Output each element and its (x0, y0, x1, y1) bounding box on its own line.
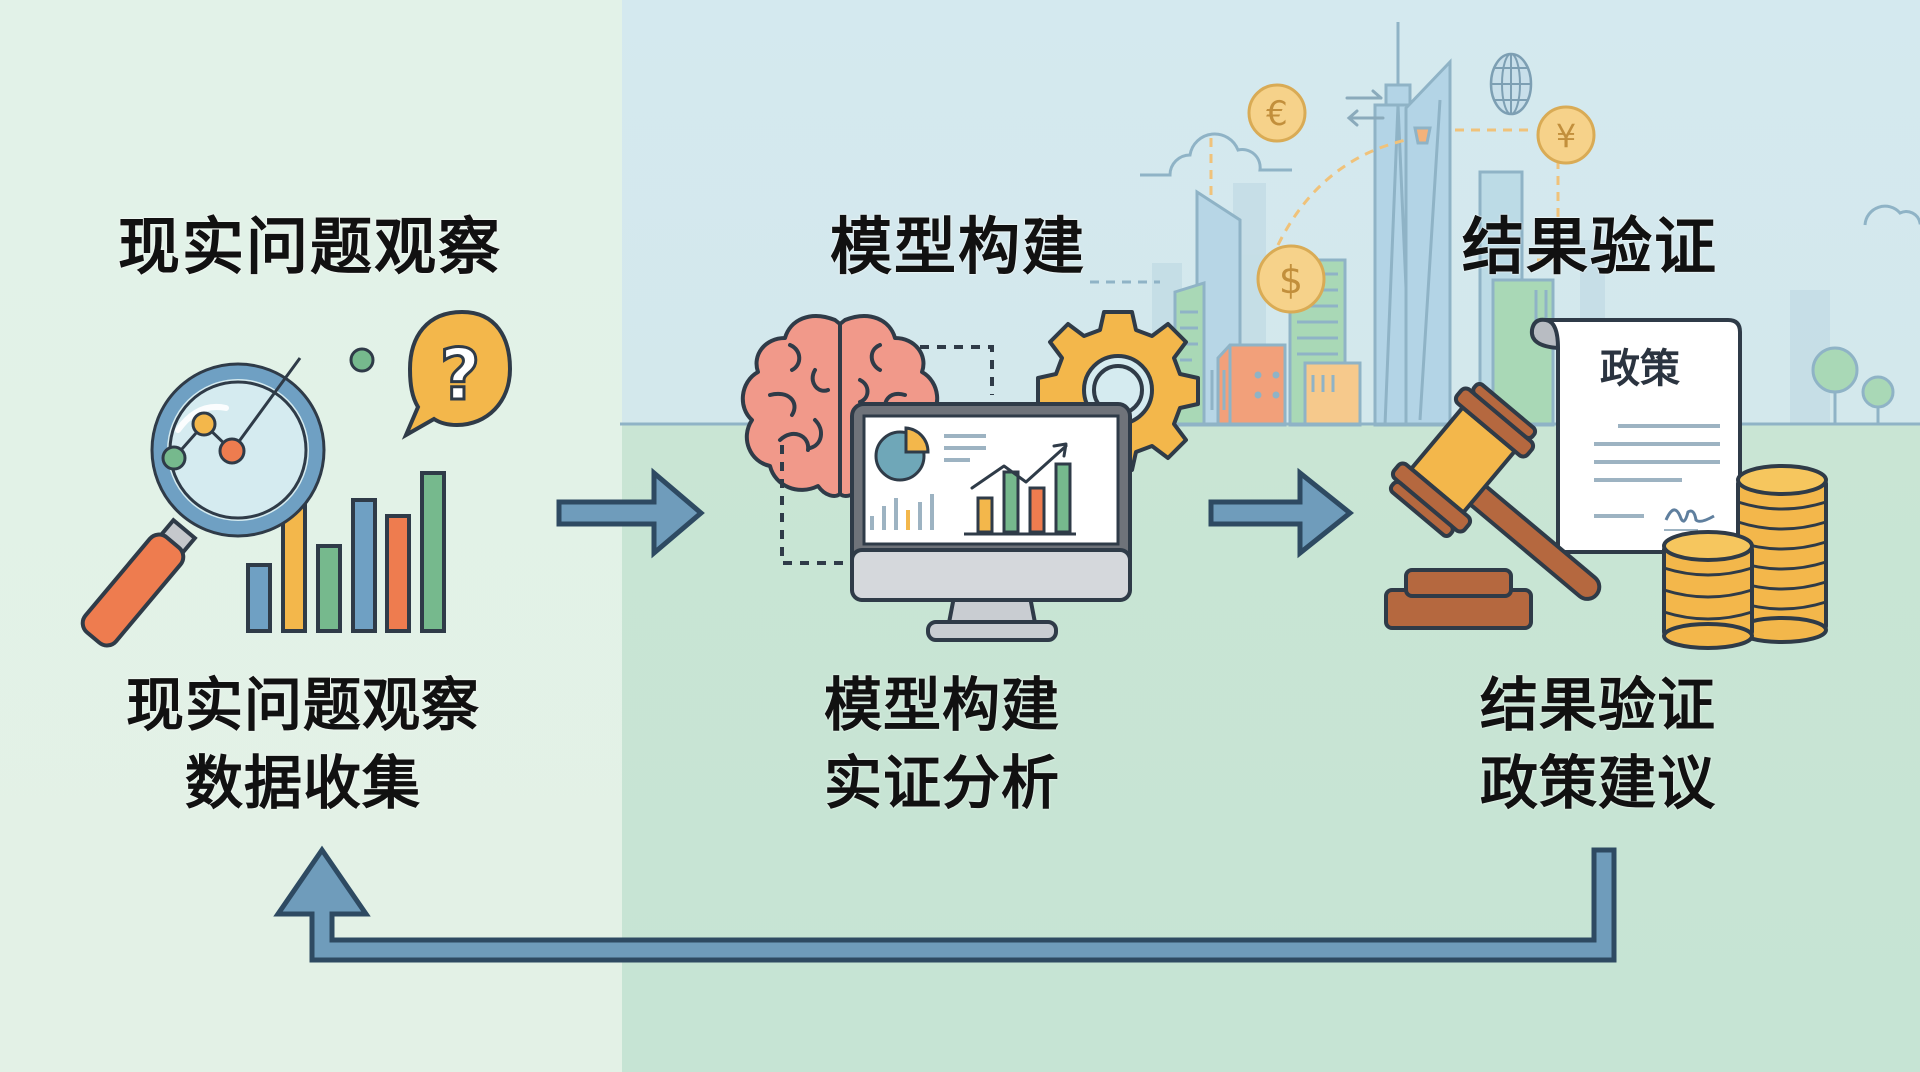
exchange-arrows-icon (1345, 89, 1385, 127)
magnifier-icon (80, 357, 326, 648)
svg-text:¥: ¥ (1556, 117, 1576, 155)
yen-coin-icon: ¥ (1536, 105, 1596, 165)
euro-symbol: € (1266, 94, 1288, 134)
feedback-loop-arrow (273, 845, 1617, 963)
step-1-caption-line-1: 现实问题观察 (126, 671, 481, 739)
svg-text:?: ? (440, 334, 481, 416)
svg-text:$: $ (1279, 258, 1303, 302)
dollar-coin-icon: $ (1256, 244, 1326, 314)
dotted-connector-icon (780, 345, 994, 565)
step-3-caption-line-2: 政策建议 (1480, 749, 1717, 817)
step-3-title: 结果验证 (1462, 210, 1719, 283)
policy-document-icon: 政策 (1529, 317, 1742, 554)
question-bubble-icon: ? (401, 309, 513, 440)
monitor-dashboard-icon (850, 402, 1132, 642)
step-2-caption-line-1: 模型构建 (824, 671, 1061, 739)
right-arrow-1 (556, 467, 705, 559)
globe-icon (1489, 52, 1533, 116)
step-2-caption-line-2: 实证分析 (824, 749, 1061, 817)
step-2-title: 模型构建 (830, 210, 1087, 283)
trend-arrow-icon (970, 444, 1068, 490)
bar-chart-icon (246, 471, 446, 633)
city-skyline-icon (620, 22, 1920, 427)
right-arrow-2 (1208, 467, 1355, 559)
line-chart-point-icon (349, 347, 375, 373)
step-3-caption: 结果验证 政策建议 (1480, 666, 1716, 822)
step-1-caption: 现实问题观察 数据收集 (126, 666, 480, 822)
coin-stack-icon (1662, 464, 1828, 650)
step-1-title: 现实问题观察 (118, 210, 503, 283)
step-3-caption-line-1: 结果验证 (1480, 671, 1717, 739)
euro-coin-icon: € (1247, 83, 1307, 143)
gavel-icon (1384, 381, 1602, 630)
document-title: 政策 (1600, 346, 1680, 392)
step-1-caption-line-2: 数据收集 (185, 749, 422, 817)
step-2-caption: 模型构建 实证分析 (824, 666, 1060, 822)
